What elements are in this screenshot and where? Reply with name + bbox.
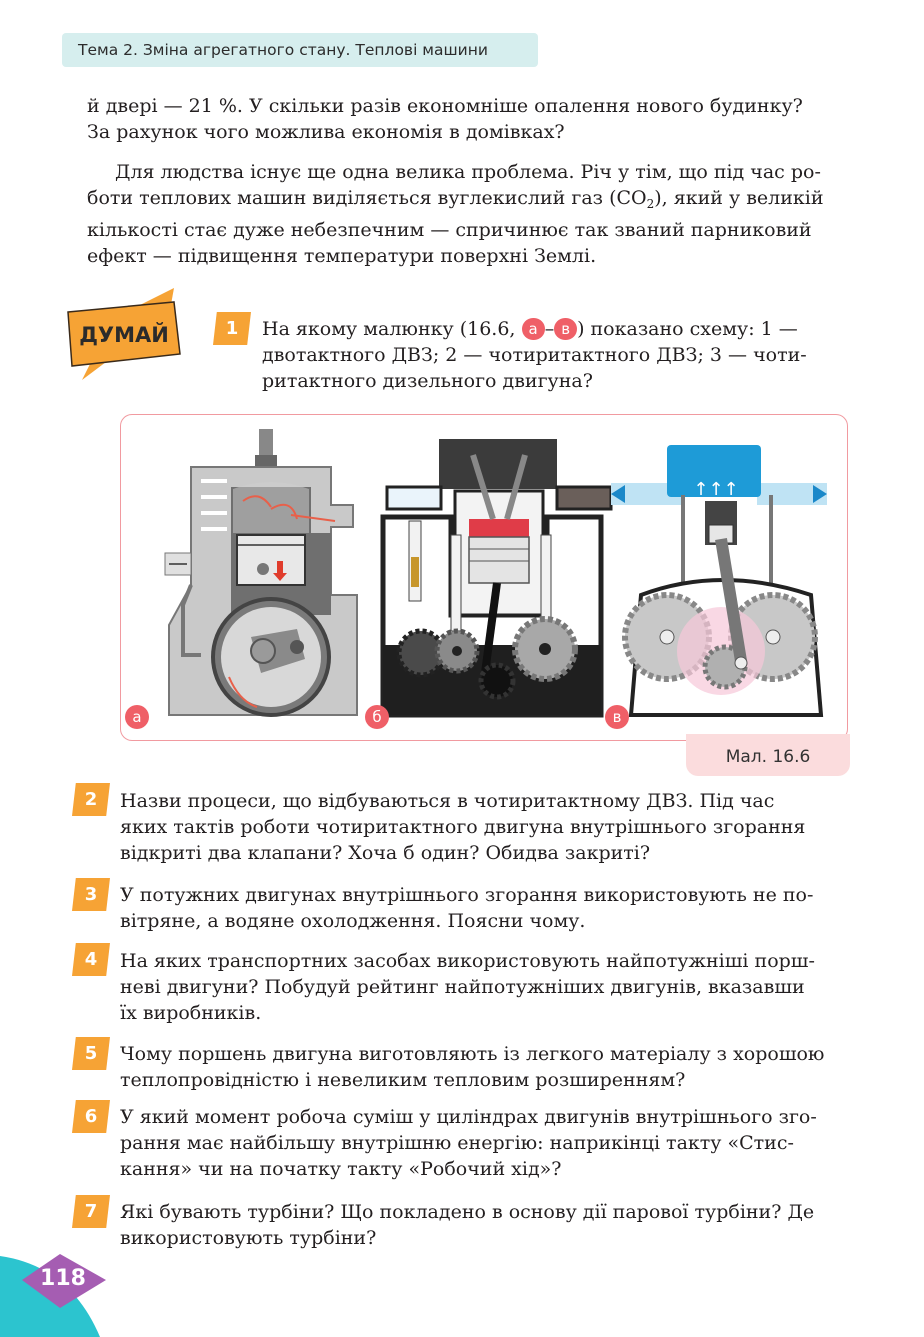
diesel-engine-diagram: ↑↑↑ (611, 445, 827, 717)
four-stroke-engine-diagram (380, 439, 613, 718)
question-5: Чому поршень двигуна виготовляють із лег… (120, 1043, 825, 1091)
svg-text:↑↑↑: ↑↑↑ (693, 479, 738, 500)
text-line: ефект — підвищення температури поверхні … (87, 245, 597, 267)
question-1: На якому малюнку (16.6, а–в) показано сх… (262, 316, 850, 394)
question-number: 3 (72, 878, 110, 911)
figure-tag-a: а (521, 318, 545, 340)
question-number: 7 (72, 1195, 110, 1228)
question-2: Назви процеси, що відбуваються в чотирит… (120, 790, 806, 864)
figure-label-b: б (372, 708, 381, 726)
question-7: Які бувають турбіни? Що покладено в осно… (120, 1201, 815, 1249)
intro-paragraph-1: й двері — 21 %. У скільки разів економні… (87, 93, 849, 145)
question-number: 5 (72, 1037, 110, 1070)
figure-label-v-badge (605, 705, 629, 729)
text-line: ритактного дизельного двигуна? (262, 370, 593, 392)
text-line: кількості стає дуже небезпечним — спричи… (87, 219, 812, 241)
figure-label-a: а (132, 708, 141, 726)
text-line: двотактного ДВЗ; 2 — чотиритактного ДВЗ;… (262, 344, 807, 366)
chapter-header: Тема 2. Зміна агрегатного стану. Теплові… (62, 33, 538, 67)
figure-tag-v: в (554, 318, 578, 340)
question-3: У потужних двигунах внутрішнього згоранн… (120, 884, 814, 932)
text-line: Для людства існує ще одна велика проблем… (115, 161, 821, 183)
think-badge: ДУМАЙ (67, 288, 181, 380)
figure-label-a-badge (125, 705, 149, 729)
text-line: боти теплових машин виділяється вуглекис… (87, 187, 824, 211)
engine-figure: а б (120, 414, 848, 741)
text-line: й двері — 21 %. У скільки разів економні… (87, 95, 803, 117)
question-number: 4 (72, 943, 110, 976)
intro-paragraph-2: Для людства існує ще одна велика проблем… (87, 159, 849, 269)
question-number: 2 (72, 783, 110, 816)
text-line: На якому малюнку (16.6, а–в) показано сх… (262, 318, 798, 340)
text-line: За рахунок чого можлива економія в домів… (87, 121, 565, 143)
two-stroke-engine-diagram (164, 429, 358, 717)
figure-label-v: в (613, 708, 622, 726)
figure-caption: Мал. 16.6 (686, 734, 850, 776)
question-6: У який момент робоча суміш у циліндрах д… (120, 1106, 817, 1180)
page-number: 118 (40, 1266, 86, 1291)
question-number: 1 (213, 312, 251, 345)
question-number: 6 (72, 1100, 110, 1133)
figure-label-b-badge (365, 705, 389, 729)
page-corner-decoration (0, 1254, 106, 1337)
question-4: На яких транспортних засобах використову… (120, 950, 815, 1024)
think-badge-label: ДУМАЙ (79, 322, 169, 347)
